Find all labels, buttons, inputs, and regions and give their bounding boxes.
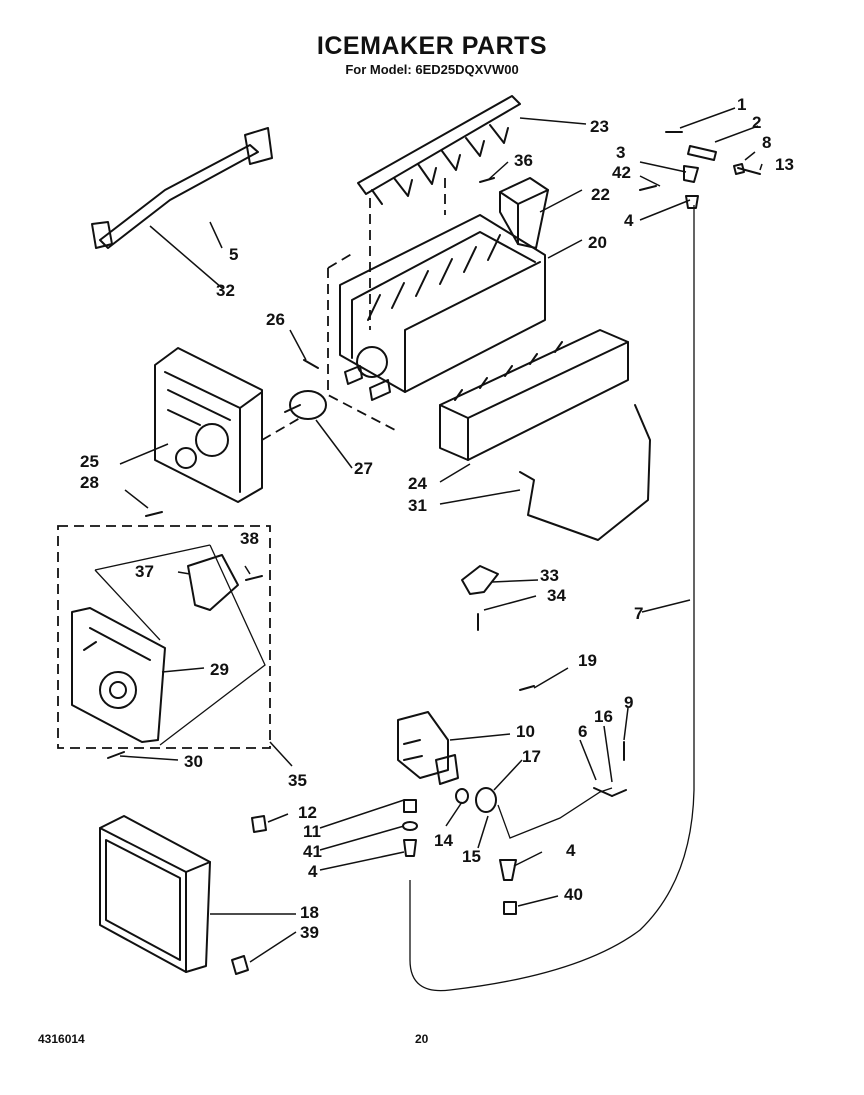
callout-9: 9: [624, 693, 633, 712]
callout-36: 36: [514, 151, 533, 170]
part-fitting: [455, 787, 497, 813]
callout-35: 35: [288, 771, 307, 790]
callout-13: 13: [775, 155, 794, 174]
callout-4-top: 4: [624, 211, 634, 230]
callout-32: 32: [216, 281, 235, 300]
page-title: ICEMAKER PARTS: [316, 32, 548, 60]
part-cover: [439, 329, 629, 461]
callout-11: 11: [303, 822, 321, 841]
part-shutoff-wire: [519, 404, 651, 541]
callout-30: 30: [184, 752, 203, 771]
callout-3: 3: [616, 143, 625, 162]
callout-2: 2: [752, 113, 761, 132]
callout-40: 40: [564, 885, 583, 904]
callout-34: 34: [547, 586, 566, 605]
part-gear: [284, 390, 327, 420]
callout-26: 26: [266, 310, 285, 329]
part-motor-housing: [154, 347, 263, 503]
callout-27: 27: [354, 459, 373, 478]
callout-12: 12: [298, 803, 317, 822]
page-number: 20: [415, 1032, 429, 1046]
callout-29: 29: [210, 660, 229, 679]
part-fill-cup: [499, 177, 549, 249]
small-fasteners: [107, 131, 761, 975]
callout-25: 25: [80, 452, 99, 471]
callout-8: 8: [762, 133, 771, 152]
callout-38: 38: [240, 529, 259, 548]
module-box: [57, 525, 271, 749]
part-cover-box: [99, 815, 211, 973]
callout-39: 39: [300, 923, 319, 942]
callout-41: 41: [303, 842, 322, 861]
part-bracket: [461, 565, 499, 595]
callout-5: 5: [229, 245, 238, 264]
callout-42: 42: [612, 163, 631, 182]
callout-4-right: 4: [566, 841, 576, 860]
callout-23: 23: [590, 117, 609, 136]
callout-16: 16: [594, 707, 613, 726]
leader-lines: [119, 107, 763, 963]
callout-19: 19: [578, 651, 597, 670]
callout-15: 15: [462, 847, 481, 866]
callout-10: 10: [516, 722, 535, 741]
callout-4-left: 4: [308, 862, 318, 881]
document-number: 4316014: [38, 1032, 85, 1046]
callout-17: 17: [522, 747, 541, 766]
part-module-plate: [71, 607, 166, 743]
model-subtitle: For Model: 6ED25DQXVW00: [345, 62, 519, 77]
callout-31: 31: [408, 496, 427, 515]
callout-20: 20: [588, 233, 607, 252]
part-ejector: [357, 95, 521, 205]
callout-28: 28: [80, 473, 99, 492]
callout-22: 22: [591, 185, 610, 204]
callout-7: 7: [634, 604, 643, 623]
callout-33: 33: [540, 566, 559, 585]
callout-37: 37: [135, 562, 154, 581]
callout-24: 24: [408, 474, 427, 493]
callout-14: 14: [434, 831, 453, 850]
callout-labels: 1 2 3 42 8 13 4 23 36 22 20 5 32 26 25 2…: [80, 95, 794, 942]
part-motor: [187, 554, 239, 611]
callout-6: 6: [578, 722, 587, 741]
callout-18: 18: [300, 903, 319, 922]
part-mold-body: [339, 214, 546, 401]
part-harness: [91, 127, 273, 249]
callout-1: 1: [737, 95, 746, 114]
part-water-valve: [397, 711, 459, 785]
part-water-tube: [409, 205, 695, 992]
